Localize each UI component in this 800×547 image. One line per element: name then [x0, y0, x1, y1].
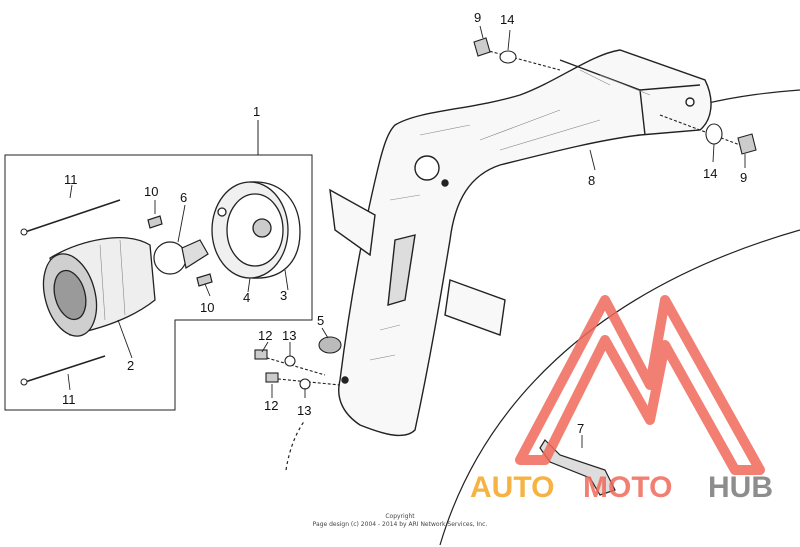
- rubber-cap: [318, 336, 342, 354]
- callout-13-bottom: 13: [297, 403, 311, 418]
- callout-2: 2: [127, 358, 134, 373]
- callout-9-top: 9: [474, 10, 481, 25]
- callout-13-top: 13: [282, 328, 296, 343]
- fender-outline: [285, 89, 800, 546]
- callout-12-bottom: 12: [264, 398, 278, 413]
- callout-14-top: 14: [500, 12, 514, 27]
- small-screws: [147, 215, 213, 287]
- lamp-base: [211, 181, 301, 279]
- callout-10-bottom: 10: [200, 300, 214, 315]
- copyright-line-1: Copyright: [385, 513, 415, 520]
- watermark-auto-text: AUTO: [470, 471, 554, 504]
- callout-10-top: 10: [144, 184, 158, 199]
- callout-7: 7: [577, 421, 584, 436]
- callout-labels: 1 2 3 4 5 6 7 8 9 9 10 10 11 11 12 12 13…: [62, 10, 747, 436]
- assembly-1-boundary: [4, 120, 313, 411]
- callout-14-right: 14: [703, 166, 717, 181]
- long-screws: [20, 199, 121, 386]
- watermark-logo: AUTO MOTO HUB: [470, 295, 773, 504]
- watermark-triangle-mark: [515, 295, 765, 475]
- callout-11-top: 11: [64, 172, 78, 187]
- bolts-and-washers-9-14: [473, 37, 757, 155]
- rear-fender-bracket: [329, 49, 712, 437]
- callout-8: 8: [588, 173, 595, 188]
- watermark-moto-text: MOTO: [583, 471, 672, 504]
- callout-3: 3: [280, 288, 287, 303]
- bolts-and-washers-12-13: [254, 349, 341, 390]
- tail-lamp-lens: [42, 237, 156, 337]
- callout-4: 4: [243, 290, 250, 305]
- callout-1: 1: [253, 104, 260, 119]
- callout-12-top: 12: [258, 328, 272, 343]
- callout-5: 5: [317, 313, 324, 328]
- leader-lines: [67, 25, 746, 448]
- callout-6: 6: [180, 190, 187, 205]
- copyright-line-2: Page design (c) 2004 - 2014 by ARI Netwo…: [313, 521, 488, 528]
- callout-11-bottom: 11: [62, 392, 76, 407]
- callout-9-right: 9: [740, 170, 747, 185]
- watermark-hub-text: HUB: [708, 471, 773, 504]
- bulb: [153, 239, 209, 275]
